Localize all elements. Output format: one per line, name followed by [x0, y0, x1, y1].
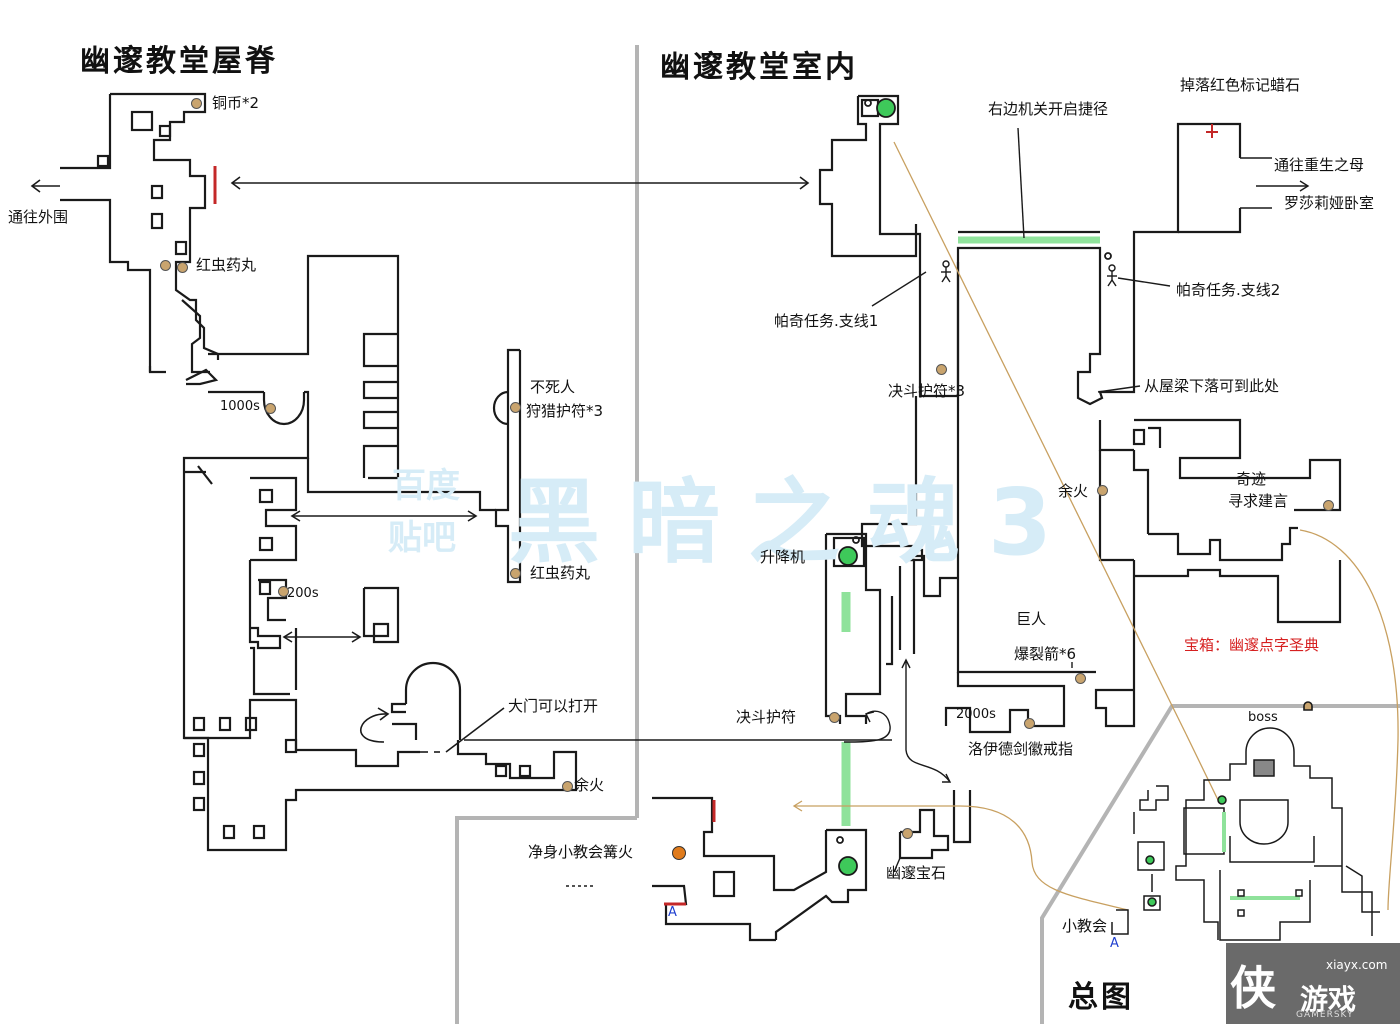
- logo-sub: GAMERSKY: [1296, 1010, 1354, 1020]
- item-pin-icon: [191, 98, 202, 109]
- label-small-church: 小教会: [1062, 917, 1108, 935]
- label-red-bug-pellet-2: 红虫药丸: [530, 564, 591, 582]
- logo-url: xiayx.com: [1326, 958, 1388, 972]
- label-boss: boss: [1248, 710, 1278, 725]
- label-ember-2: 余火: [1058, 482, 1089, 500]
- overview-map: [1111, 727, 1380, 941]
- item-pin-icon: [177, 262, 188, 273]
- label-giant: 巨人: [1016, 610, 1047, 628]
- label-miracle-2: 寻求建言: [1228, 492, 1289, 510]
- item-pin-icon: [936, 364, 947, 375]
- label-souls-2000: 2000s: [956, 707, 996, 722]
- label-red-soapstone: 掉落红色标记蜡石: [1180, 76, 1301, 94]
- site-logo: [1226, 943, 1400, 1024]
- label-patches-2: 帕奇任务.支线2: [1176, 281, 1281, 299]
- label-right-lever: 右边机关开启捷径: [988, 100, 1109, 118]
- label-cleansing-bonfire: 净身小教会篝火: [528, 843, 634, 861]
- label-to-rebirth-1: 通往重生之母: [1274, 156, 1365, 174]
- label-chest: 宝箱：幽邃点字圣典: [1184, 636, 1320, 654]
- item-pin-icon: [902, 828, 913, 839]
- label-gate-open: 大门可以打开: [508, 697, 599, 715]
- overview-title: 总图: [1068, 980, 1134, 1015]
- label-to-outer: 通往外围: [8, 208, 69, 226]
- shortcut-bars: [841, 236, 1100, 826]
- item-pin-icon: [265, 403, 276, 414]
- npc-icons: [941, 260, 1117, 287]
- gold-routes: [792, 141, 1399, 911]
- label-beam-drop: 从屋梁下落可到此处: [1144, 377, 1280, 395]
- item-pin-icon: [160, 260, 171, 271]
- bonfire-icon: [672, 846, 686, 860]
- item-pin-icon: [1075, 673, 1086, 684]
- item-pin-icon: [510, 568, 521, 579]
- item-pin-icon: [510, 402, 521, 413]
- item-pin-icon: [1097, 485, 1108, 496]
- marker-a-chapel: A: [668, 905, 677, 920]
- label-elevator: 升降机: [760, 548, 806, 566]
- label-to-rebirth-2: 罗莎莉娅卧室: [1284, 194, 1375, 212]
- elevator-icons: [836, 98, 1112, 876]
- roof-title: 幽邃教堂屋脊: [80, 44, 278, 79]
- item-pin-icon: [829, 712, 840, 723]
- marker-a-overview: A: [1110, 936, 1119, 951]
- label-deep-gem: 幽邃宝石: [886, 864, 947, 882]
- interior-arrows: [843, 127, 1310, 873]
- label-red-bug-pellet-1: 红虫药丸: [196, 256, 257, 274]
- label-duel-charm: 决斗护符: [736, 708, 797, 726]
- roof-walls: [60, 92, 578, 852]
- label-miracle-1: 奇迹: [1236, 470, 1267, 488]
- item-pin-icon: [562, 781, 573, 792]
- interior-title: 幽邃教堂室内: [660, 50, 858, 85]
- logo-glyph: 侠: [1230, 961, 1276, 1015]
- label-patches-1: 帕奇任务.支线1: [774, 312, 879, 330]
- label-souls-1000: 1000s: [220, 399, 260, 414]
- label-undead: 不死人: [530, 378, 576, 396]
- panel-dividers: [455, 45, 1400, 1024]
- label-souls-200: 200s: [287, 586, 319, 601]
- label-copper-coin: 铜币*2: [212, 94, 260, 112]
- label-burst-arrow: 爆裂箭*6: [1014, 645, 1077, 663]
- interior-walls: [652, 94, 1342, 942]
- label-ember-1: 余火: [574, 776, 605, 794]
- item-pin-icon: [1323, 500, 1334, 511]
- item-pin-icon: [1024, 718, 1035, 729]
- label-hunter-charm: 狩猎护符*3: [526, 402, 604, 420]
- label-lloyd-ring: 洛伊德剑徽戒指: [968, 740, 1074, 758]
- item-pin-icon: [278, 586, 289, 597]
- logo-name: 游戏: [1300, 983, 1357, 1016]
- label-duel-charm-3: 决斗护符*3: [888, 382, 966, 400]
